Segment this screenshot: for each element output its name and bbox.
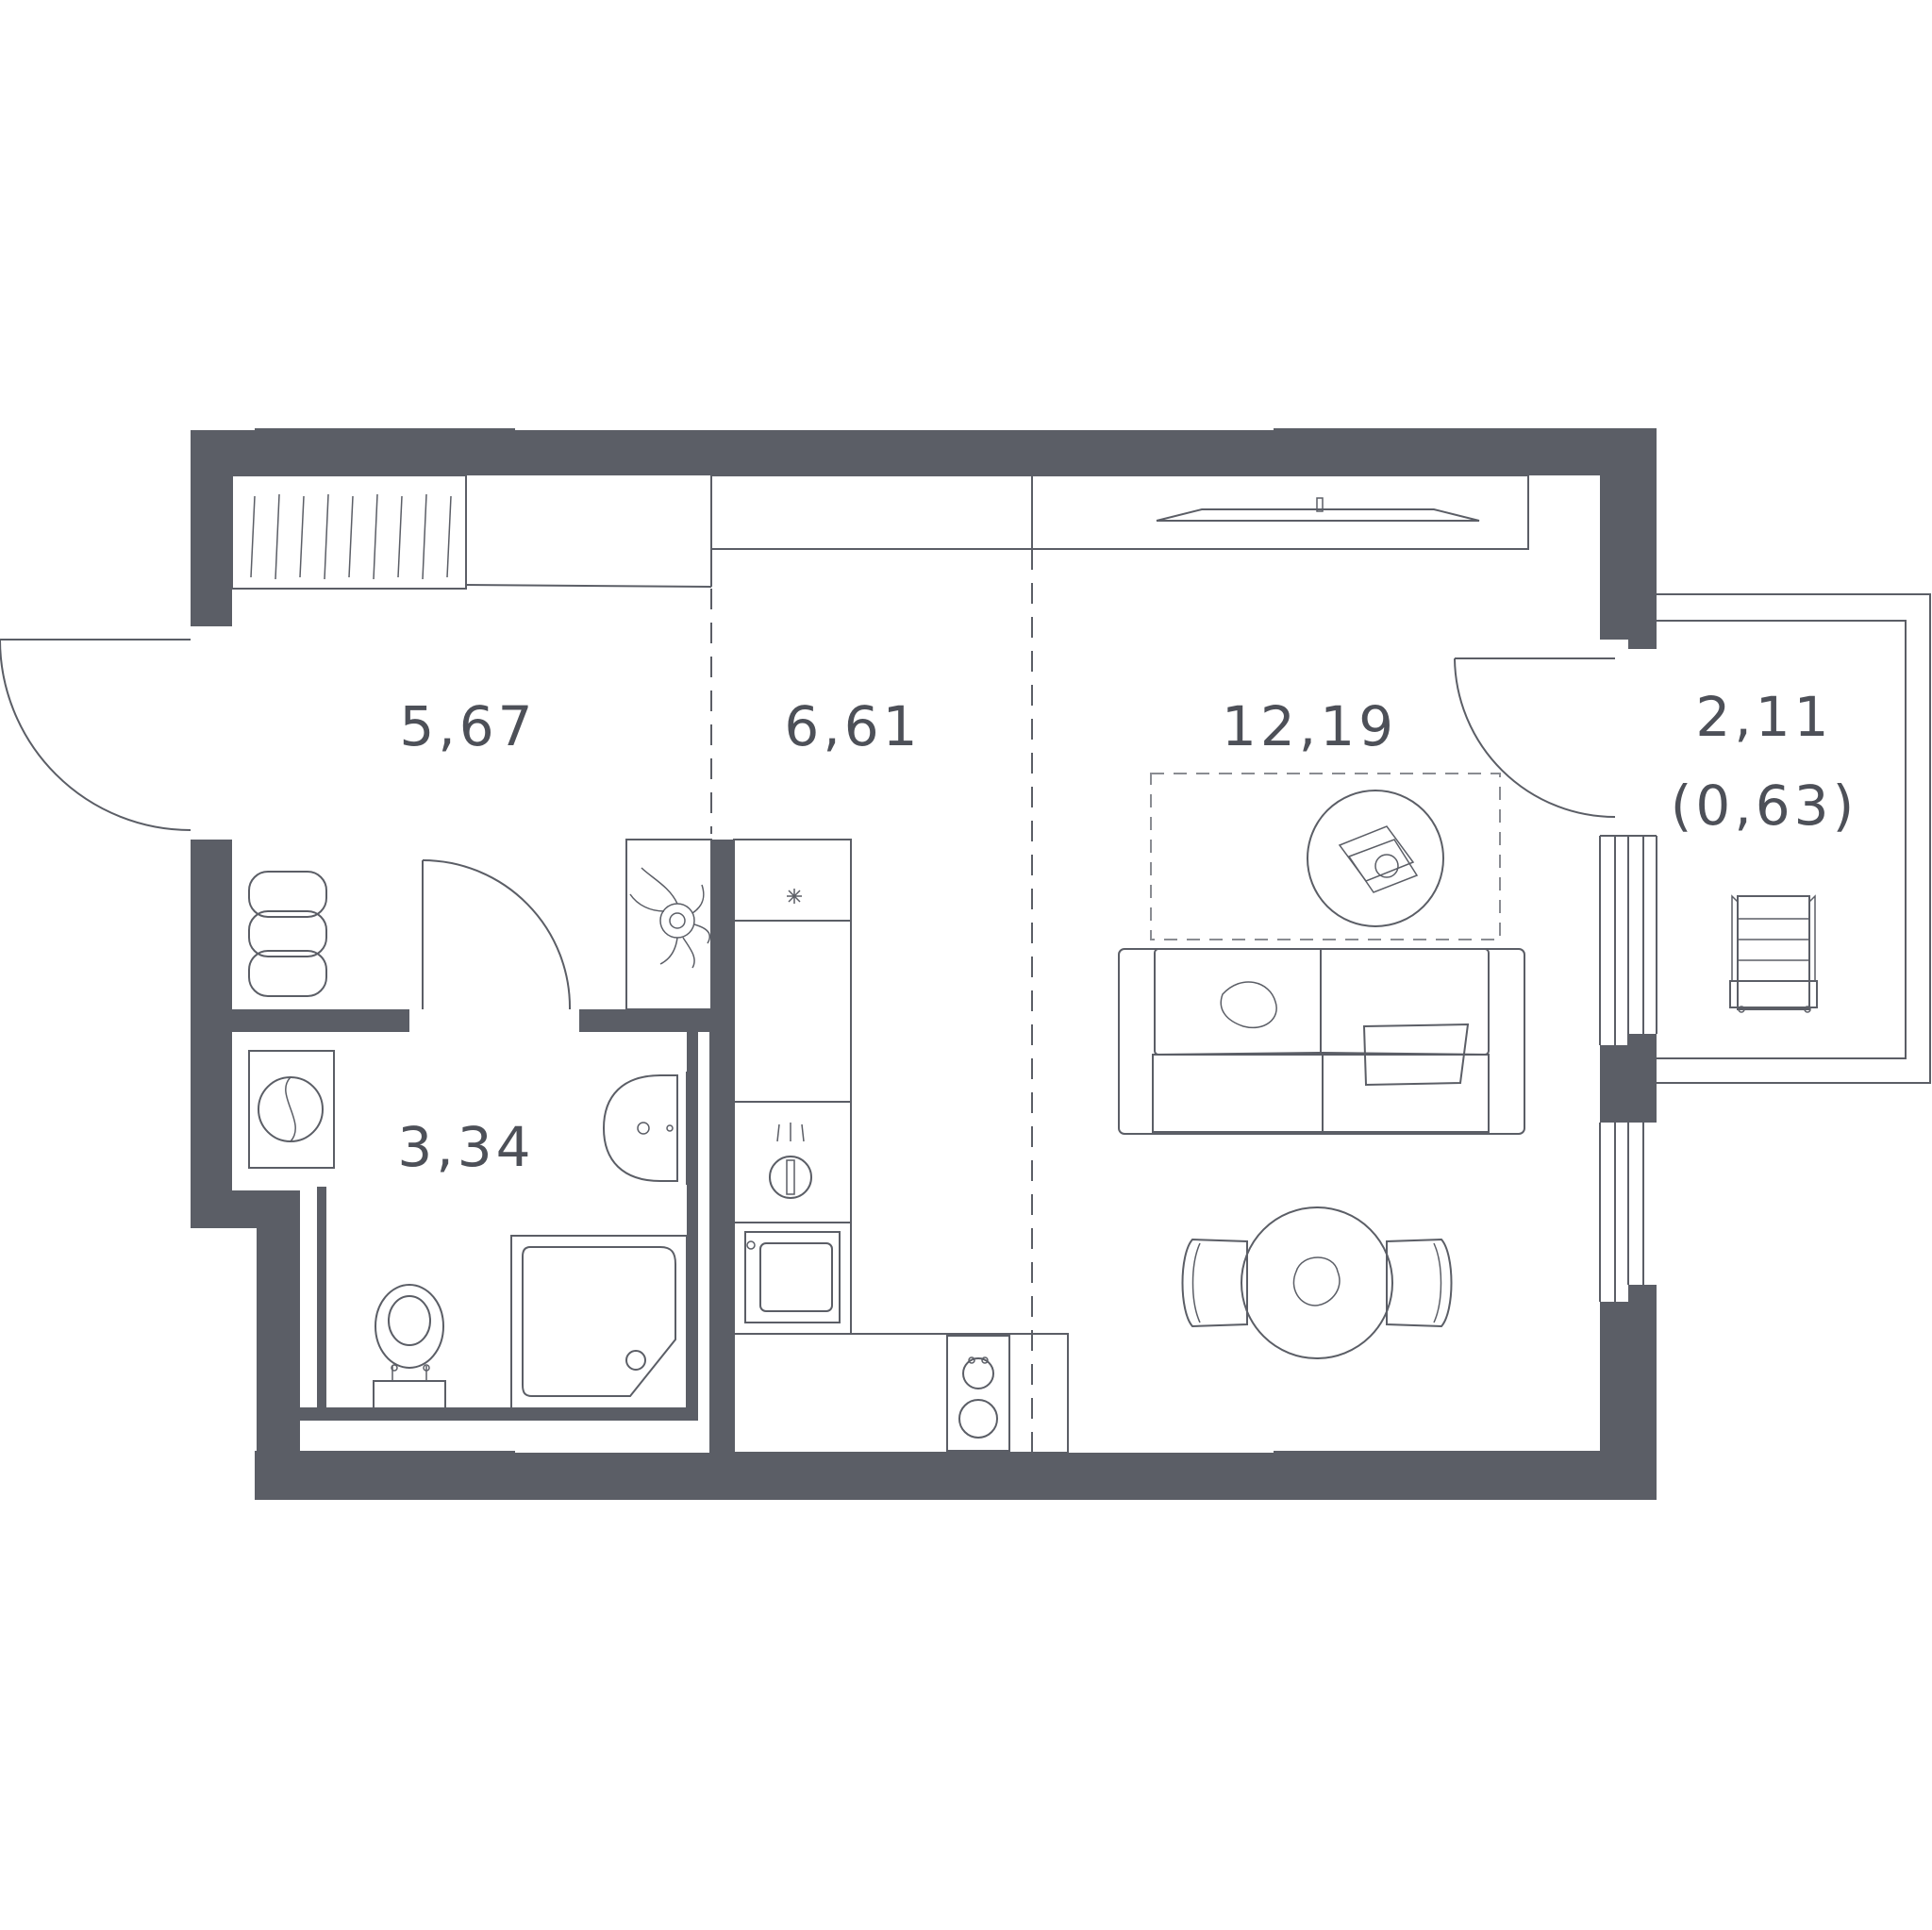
kitchen-counter — [733, 839, 1069, 1454]
dining-table-icon — [1181, 1206, 1453, 1359]
balcony — [1657, 593, 1931, 1084]
washing-machine-icon — [248, 1050, 335, 1169]
shower-icon — [510, 1235, 688, 1410]
living-area: 12,19 — [1222, 694, 1397, 758]
wall-bath-inner-left — [317, 1187, 326, 1413]
wardrobe — [231, 474, 712, 590]
wall-bath-inner-right — [687, 1032, 698, 1421]
walls — [191, 428, 1657, 1500]
stove-icon — [946, 1335, 1010, 1452]
rug-outline — [1150, 773, 1501, 940]
bathroom-area: 3,34 — [397, 1115, 534, 1179]
sofa-icon — [1118, 948, 1525, 1135]
balcony-area: 2,11 — [1695, 685, 1832, 749]
wall-bath-top-right — [579, 1009, 723, 1032]
balcony-reduced-area: (0,63) — [1671, 774, 1857, 838]
pouf-icon — [248, 871, 327, 997]
kitchen-area: 6,61 — [784, 694, 921, 758]
toilet-icon — [373, 1284, 446, 1412]
wall-left-lower — [191, 840, 232, 1228]
wall-left-upper — [191, 430, 232, 626]
wall-right-upper-notch — [1628, 623, 1657, 649]
tv-icon — [1156, 497, 1480, 522]
wall-right-upper — [1600, 430, 1657, 640]
wall-left-bottom — [257, 1190, 300, 1500]
bathroom-door — [422, 859, 572, 1010]
entrance-door — [0, 639, 192, 831]
bathroom-sink-icon — [602, 1072, 688, 1185]
wall-top-left-cap — [255, 428, 515, 475]
sparkle-icon — [787, 889, 802, 904]
hall-area: 5,67 — [399, 694, 536, 758]
wall-right-pier-b — [1628, 1034, 1657, 1123]
wall-bottom-left-cap — [255, 1451, 515, 1500]
upper-shelf — [710, 474, 1529, 550]
wall-right-lower-notch — [1628, 1285, 1657, 1313]
wall-bath-top-left — [232, 1009, 409, 1032]
lounger-icon — [1729, 894, 1818, 1013]
plant-icon — [625, 839, 712, 1010]
wall-top-right-cap — [1274, 428, 1657, 475]
balcony-door — [1454, 657, 1616, 818]
faucet-icon — [769, 1123, 812, 1199]
wall-right-lower — [1600, 1302, 1657, 1500]
coffee-table-icon — [1307, 790, 1444, 927]
wall-kitchen-partition — [711, 840, 734, 1453]
kitchen-sink-icon — [744, 1231, 841, 1323]
window-frames — [1599, 835, 1657, 1302]
wall-right-pier — [1600, 1045, 1628, 1123]
wall-bottom-right-cap — [1274, 1451, 1657, 1500]
